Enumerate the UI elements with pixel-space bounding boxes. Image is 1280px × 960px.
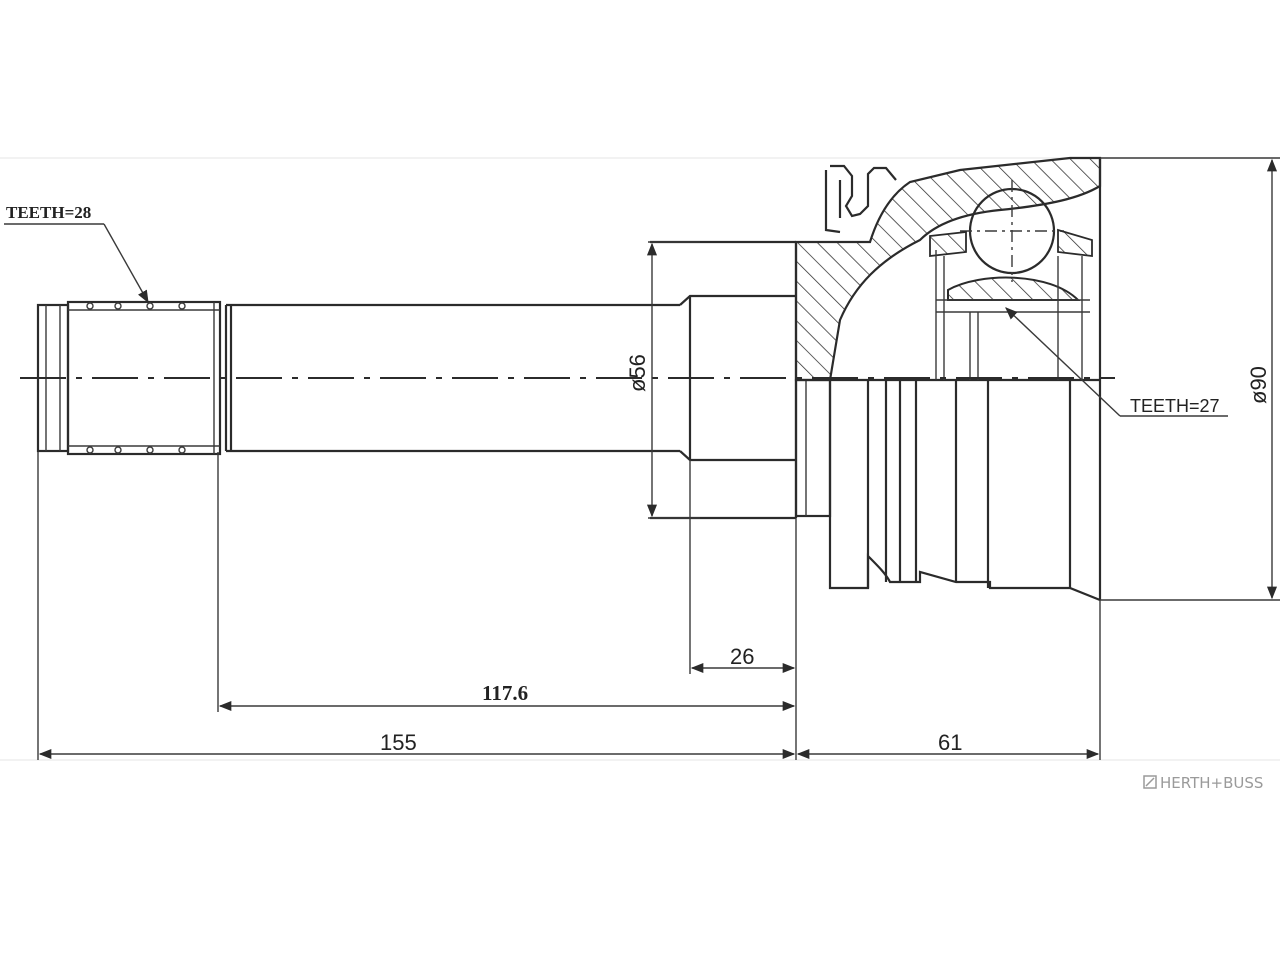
joint-length-label: 61 [938,730,962,755]
brand-watermark: HERTH+BUSS [1143,774,1263,792]
joint-section [794,156,1102,382]
dimension-overall-shaft: 155 [38,730,796,760]
shaft [224,294,796,462]
dimension-housing-diameter: ø90 [1100,157,1280,601]
shaft-diameter-label: ø56 [625,354,650,392]
overall-shaft-label: 155 [380,730,417,755]
dimension-spline-to-shoulder: 117.6 [218,681,796,712]
teeth-inner-label: TEETH=27 [1130,396,1220,416]
dimension-shaft-diameter: ø56 [625,241,700,519]
teeth-outer-label: TEETH=28 [6,203,91,222]
stub-length-label: 26 [730,644,754,669]
teeth-inner-callout: TEETH=27 [1005,307,1228,417]
teeth-outer-callout: TEETH=28 [4,203,149,304]
brand-logo-icon [1143,775,1157,789]
brand-name: HERTH+BUSS [1160,774,1263,792]
spline-to-shoulder-label: 117.6 [482,681,528,705]
dimension-stub-length: 26 [690,644,796,674]
dimension-joint-length: 61 [796,730,1100,760]
housing-diameter-label: ø90 [1246,366,1271,404]
